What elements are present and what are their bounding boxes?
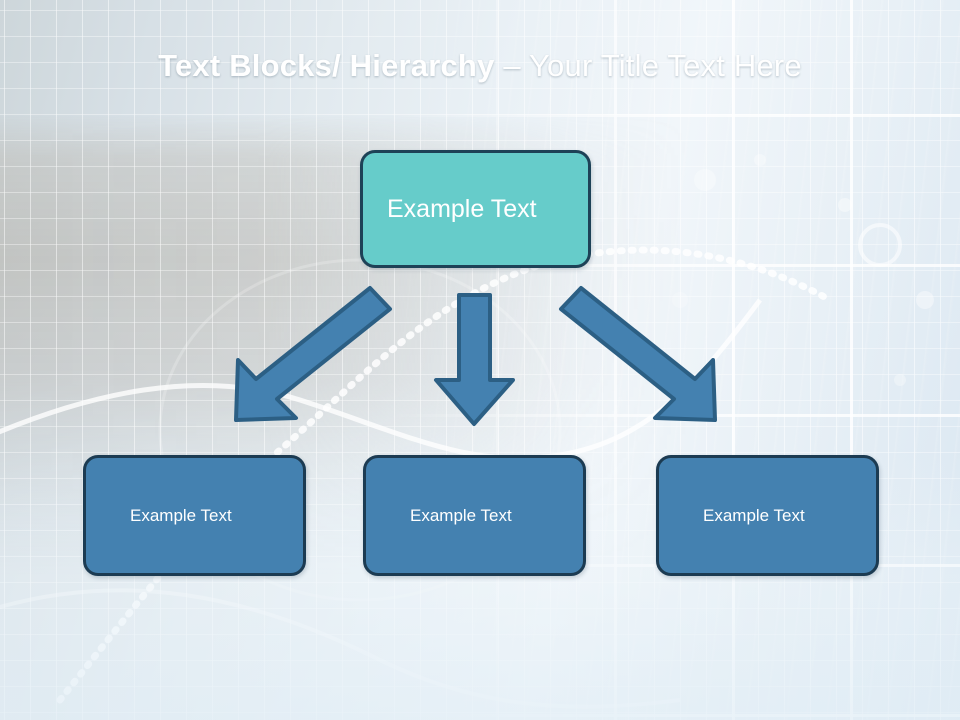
arrow-right-icon [559, 286, 717, 422]
hierarchy-root-label: Example Text [387, 194, 537, 223]
slide-title: Text Blocks/ Hierarchy – Your Title Text… [0, 47, 960, 85]
slide-title-separator: – [503, 48, 530, 83]
hierarchy-child-label-1: Example Text [130, 505, 232, 525]
hierarchy-child-node-2[interactable]: Example Text [363, 455, 586, 576]
arrow-left-icon [234, 286, 392, 422]
hierarchy-child-node-3[interactable]: Example Text [656, 455, 879, 576]
arrow-center-icon [434, 293, 515, 426]
slide-title-light: Your Title Text Here [529, 48, 802, 83]
slide-title-bold: Text Blocks/ Hierarchy [158, 48, 504, 83]
hierarchy-root-node[interactable]: Example Text [360, 150, 591, 268]
hierarchy-child-label-3: Example Text [703, 505, 805, 525]
hierarchy-child-label-2: Example Text [410, 505, 512, 525]
hierarchy-child-node-1[interactable]: Example Text [83, 455, 306, 576]
